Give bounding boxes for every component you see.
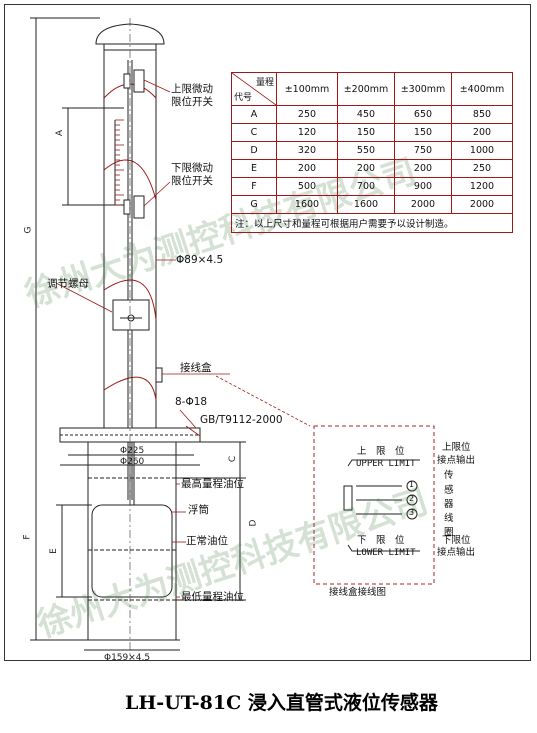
junction-box-body — [155, 367, 163, 383]
table-row: C 120 150 150 200 — [231, 123, 513, 142]
table-cell: 700 — [337, 177, 395, 196]
table-cell: 450 — [337, 105, 395, 124]
table-row: F 500 700 900 1200 — [231, 177, 513, 196]
table-cell: 120 — [276, 123, 338, 142]
table-cell: 1600 — [337, 195, 395, 214]
table-cell: 250 — [276, 105, 338, 124]
row-code: D — [231, 141, 277, 160]
upper-switch-label-1: 上限微动 — [171, 83, 213, 95]
wiring-upper-cn: 上 限 位 — [357, 446, 405, 457]
wiring-box — [313, 425, 435, 585]
dim-C-label: C — [228, 455, 239, 463]
wiring-lower-en: LOWER LIMIT — [356, 548, 416, 558]
table-note: 注：以上尺寸和量程可根据用户需要予以设计制造。 — [231, 213, 513, 233]
flange-outer-diameter-label: Φ260 — [120, 457, 145, 467]
upper-switch-label-2: 限位开关 — [171, 96, 213, 108]
dim-E-label: E — [48, 548, 59, 554]
lower-output-label-1: 下限位 — [442, 535, 471, 546]
dim-D-label: D — [248, 519, 259, 527]
min-level-label: 最低量程油位 — [181, 591, 244, 603]
table-cell: 850 — [451, 105, 513, 124]
table-cell: 500 — [276, 177, 338, 196]
sensor-coil-char-2: 感 — [444, 485, 454, 496]
bolt-holes-label: 8-Φ18 — [175, 396, 208, 408]
chamber-diameter-label: Φ159×4.5 — [104, 653, 151, 663]
float-body — [91, 504, 173, 598]
lower-switch-label-2: 限位开关 — [171, 175, 213, 187]
adjust-nut-label: 调节螺母 — [47, 278, 89, 290]
column-header: ±100mm — [276, 72, 338, 106]
flange-bolt-circle-label: Φ225 — [120, 446, 145, 456]
table-cell: 900 — [394, 177, 452, 196]
page-title: LH-UT-81C 浸入直管式液位传感器 — [125, 692, 438, 714]
table-cell: 250 — [451, 159, 513, 178]
table-corner-cell: 量程 代号 — [231, 72, 277, 106]
wiring-lower-cn: 下 限 位 — [357, 535, 405, 546]
terminal-3: 3 — [409, 508, 415, 517]
table-cell: 2000 — [394, 195, 452, 214]
row-code: A — [231, 105, 277, 124]
row-code: G — [231, 195, 277, 214]
sensor-coil-char-5: 圈 — [444, 527, 454, 538]
table-cell: 320 — [276, 141, 338, 160]
table-note-row: 注：以上尺寸和量程可根据用户需要予以设计制造。 — [231, 213, 513, 233]
table-row: A 250 450 650 850 — [231, 105, 513, 124]
table-row: E 200 200 200 250 — [231, 159, 513, 178]
dim-A-label: A — [55, 129, 66, 137]
header-range: 量程 — [255, 78, 274, 88]
table-cell: 150 — [337, 123, 395, 142]
table-cell: 200 — [337, 159, 395, 178]
sensor-coil-char-1: 传 — [444, 470, 454, 481]
table-cell: 200 — [394, 159, 452, 178]
table-cell: 550 — [337, 141, 395, 160]
upper-output-label-1: 上限位 — [442, 442, 471, 453]
normal-level-label: 正常油位 — [186, 535, 228, 547]
column-header: ±200mm — [337, 72, 395, 106]
wiring-caption: 接线盒接线图 — [329, 587, 387, 598]
header-code: 代号 — [234, 93, 253, 103]
row-code: F — [231, 177, 277, 196]
spec-table: 量程 代号 ±100mm ±200mm ±300mm ±400mm A 250 … — [231, 72, 513, 233]
row-code: C — [231, 123, 277, 142]
sensor-coil-char-3: 器 — [444, 499, 454, 510]
table-cell: 150 — [394, 123, 452, 142]
flange-standard-label: GB/T9112-2000 — [200, 414, 283, 426]
wiring-upper-en: UPPER LIMIT — [356, 459, 416, 469]
table-cell: 1000 — [451, 141, 513, 160]
sensor-coil-char-4: 线 — [444, 513, 454, 524]
terminal-1: 1 — [409, 480, 415, 489]
lower-output-label-2: 接点输出 — [437, 547, 476, 558]
dim-G-label: G — [23, 226, 34, 234]
table-cell: 650 — [394, 105, 452, 124]
junction-box-label: 接线盒 — [180, 362, 212, 374]
drawing-frame — [4, 4, 531, 661]
table-row: G 1600 1600 2000 2000 — [231, 195, 513, 214]
terminal-2: 2 — [409, 494, 415, 503]
table-cell: 2000 — [451, 195, 513, 214]
lower-switch — [133, 195, 145, 219]
column-header: ±400mm — [451, 72, 513, 106]
max-level-label: 最高量程油位 — [181, 478, 244, 490]
dim-F-label: F — [22, 534, 33, 540]
upper-switch — [133, 69, 145, 93]
table-cell: 750 — [394, 141, 452, 160]
table-cell: 200 — [451, 123, 513, 142]
float-label: 浮筒 — [188, 504, 209, 516]
table-cell: 1600 — [276, 195, 338, 214]
table-cell: 200 — [276, 159, 338, 178]
pipe-diameter-label: Φ89×4.5 — [176, 254, 224, 266]
row-code: E — [231, 159, 277, 178]
table-cell: 1200 — [451, 177, 513, 196]
upper-output-label-2: 接点输出 — [437, 455, 476, 466]
column-header: ±300mm — [394, 72, 452, 106]
table-row: D 320 550 750 1000 — [231, 141, 513, 160]
lower-switch-label-1: 下限微动 — [171, 162, 213, 174]
